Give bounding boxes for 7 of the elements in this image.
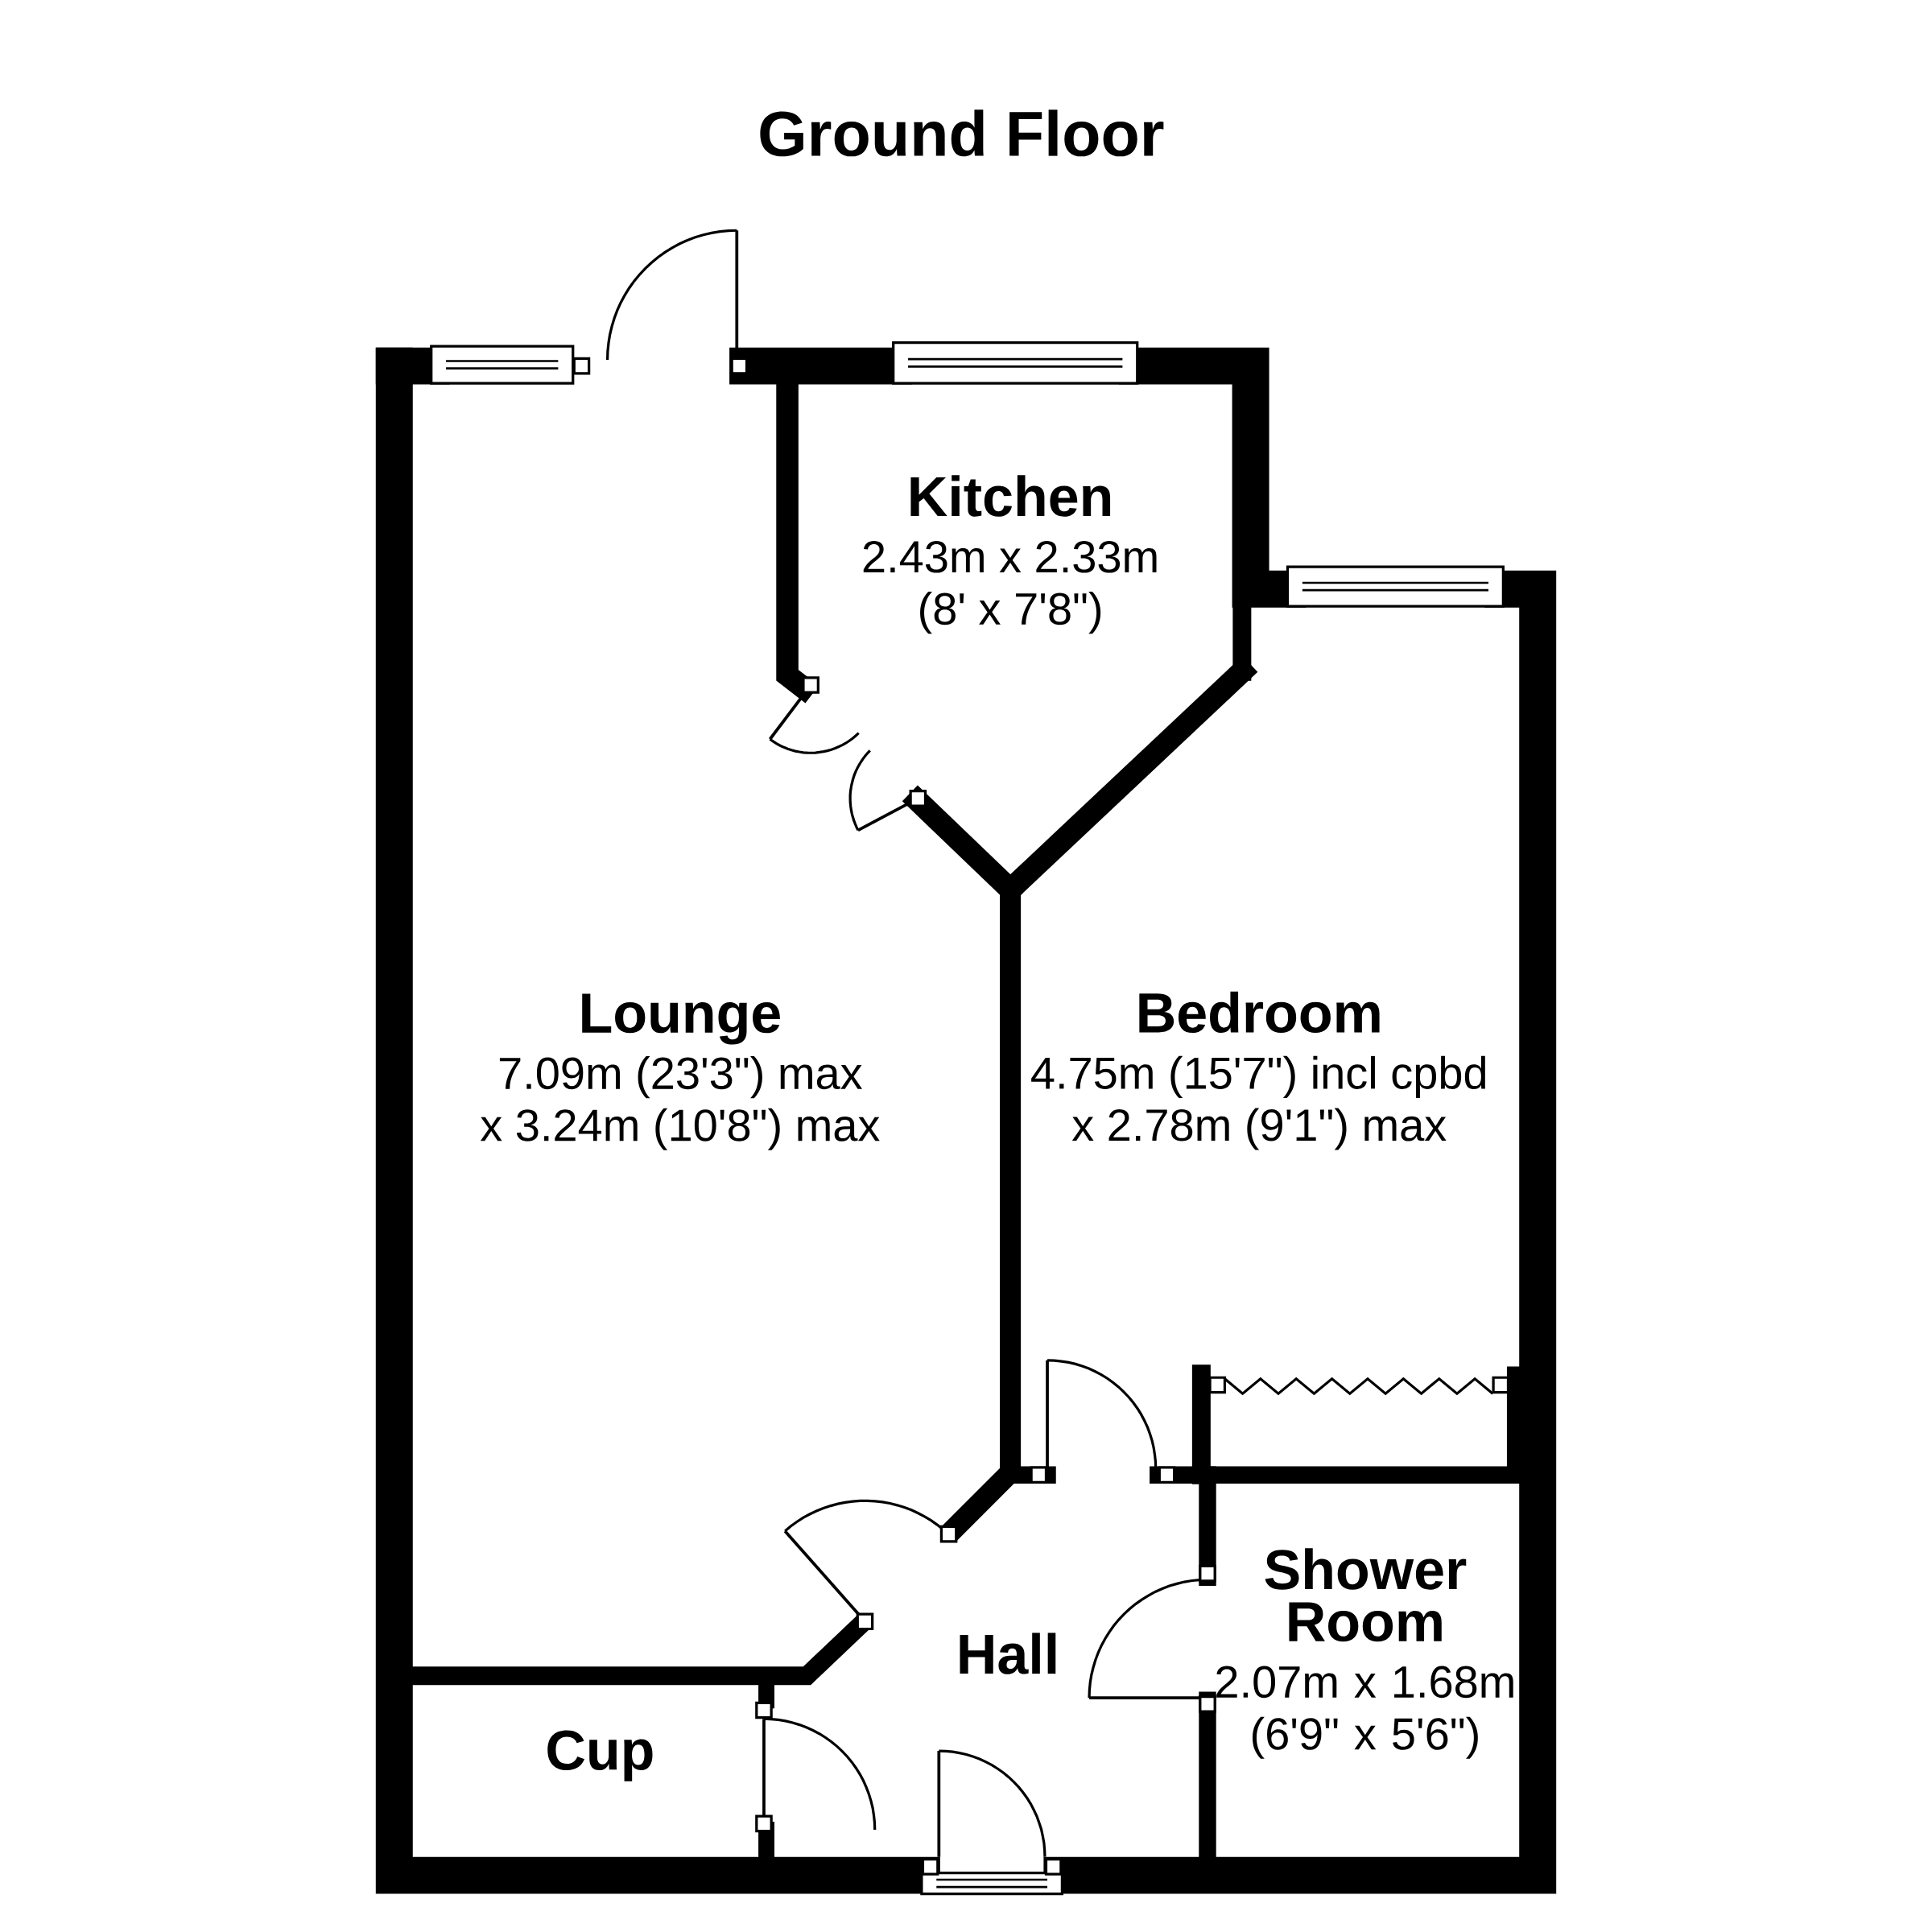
room-label: Bedroom 4.75m (15'7") incl cpbd x 2.78m (9'1") max bbox=[1031, 991, 1485, 1150]
room-label: Cup bbox=[547, 1730, 653, 1781]
room-label: Hall bbox=[960, 1633, 1056, 1674]
room-label: Lounge 7.09m (23'3") max x 3.24m (10'8") max bbox=[480, 993, 880, 1150]
title: Ground Floor bbox=[760, 109, 1164, 157]
room-label: Shower Room 2.07m x 1.68m (6'9" x 5'6") bbox=[1216, 1548, 1513, 1759]
room-label: Kitchen 2.43m x 2.33m (8' x 7'8") bbox=[863, 475, 1157, 634]
